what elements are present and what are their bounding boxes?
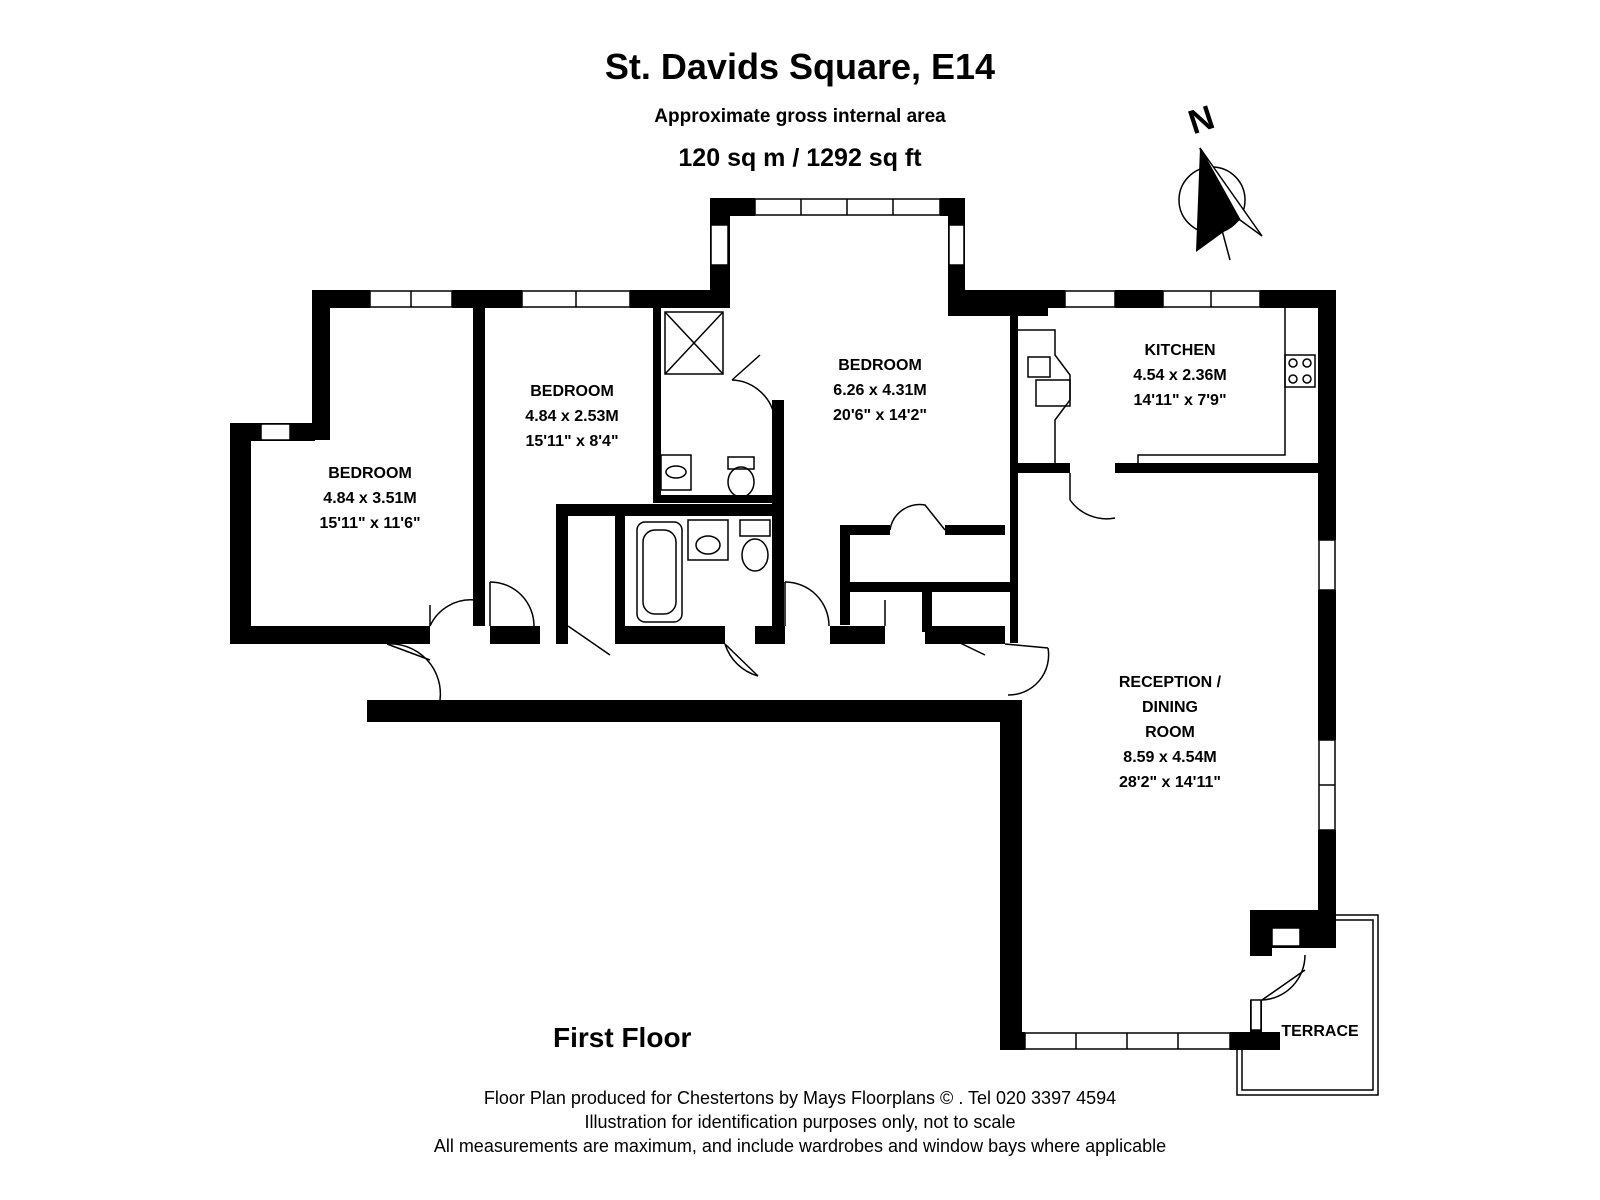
footer-disclaimer: Illustration for identification purposes…	[584, 1112, 1016, 1132]
svg-text:ROOM: ROOM	[1145, 724, 1195, 741]
svg-text:14'11" x 7'9": 14'11" x 7'9"	[1133, 392, 1226, 409]
room-label-reception: RECEPTION / DINING ROOM 8.59 x 4.54M 28'…	[1119, 674, 1222, 791]
svg-text:BEDROOM: BEDROOM	[328, 465, 412, 482]
svg-text:4.84 x 2.53M: 4.84 x 2.53M	[525, 408, 618, 425]
svg-text:RECEPTION /: RECEPTION /	[1119, 674, 1222, 691]
page-title: St. Davids Square, E14	[604, 46, 996, 87]
fixtures	[636, 308, 1379, 1096]
svg-text:BEDROOM: BEDROOM	[838, 357, 922, 374]
room-label-kitchen: KITCHEN 4.54 x 2.36M 14'11" x 7'9"	[1133, 342, 1226, 409]
svg-text:DINING: DINING	[1142, 699, 1198, 716]
svg-text:15'11" x 11'6": 15'11" x 11'6"	[319, 515, 420, 532]
area-subtitle: Approximate gross internal area	[654, 106, 946, 127]
gross-area: 120 sq m / 1292 sq ft	[678, 144, 922, 172]
svg-text:6.26 x 4.31M: 6.26 x 4.31M	[833, 382, 926, 399]
svg-text:8.59 x 4.54M: 8.59 x 4.54M	[1123, 749, 1216, 766]
svg-text:TERRACE: TERRACE	[1281, 1023, 1359, 1040]
svg-text:BEDROOM: BEDROOM	[530, 383, 614, 400]
room-label-bedroom-2: BEDROOM 4.84 x 2.53M 15'11" x 8'4"	[525, 383, 618, 450]
room-label-bedroom-3: BEDROOM 6.26 x 4.31M 20'6" x 14'2"	[833, 357, 927, 424]
svg-text:4.84 x 3.51M: 4.84 x 3.51M	[323, 490, 416, 507]
svg-text:15'11" x 8'4": 15'11" x 8'4"	[525, 433, 618, 450]
room-label-bedroom-1: BEDROOM 4.84 x 3.51M 15'11" x 11'6"	[319, 465, 420, 532]
compass-label: N	[1184, 98, 1219, 142]
footer-credit: Floor Plan produced for Chestertons by M…	[483, 1088, 1117, 1108]
doors	[386, 354, 1306, 1001]
svg-text:KITCHEN: KITCHEN	[1144, 342, 1215, 359]
svg-text:20'6" x 14'2": 20'6" x 14'2"	[833, 407, 927, 424]
windows	[260, 198, 1336, 1050]
walls	[230, 198, 1336, 1050]
room-label-terrace: TERRACE	[1281, 1023, 1359, 1040]
floor-label: First Floor	[553, 1022, 692, 1053]
north-compass-icon: N	[1178, 98, 1263, 261]
footer-measurements-note: All measurements are maximum, and includ…	[433, 1136, 1167, 1156]
svg-text:28'2" x 14'11": 28'2" x 14'11"	[1119, 774, 1221, 791]
svg-text:4.54 x 2.36M: 4.54 x 2.36M	[1133, 367, 1226, 384]
